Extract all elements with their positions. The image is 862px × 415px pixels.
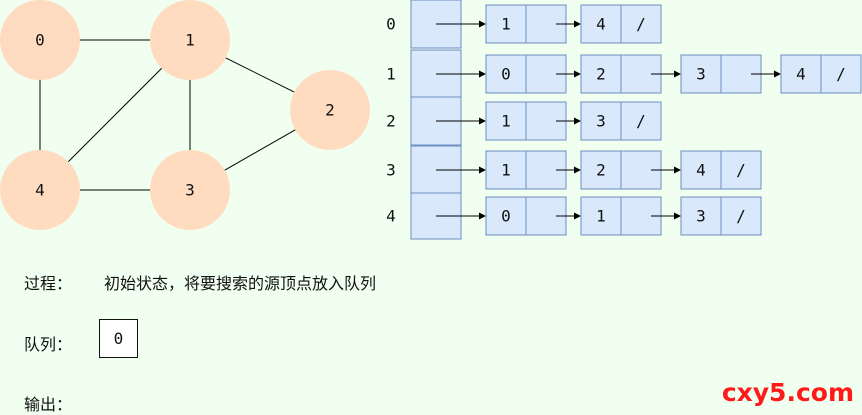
- adj-node-next-cell: [820, 54, 862, 94]
- queue-label: 队列：: [24, 335, 73, 354]
- adj-node-value: 4: [796, 65, 806, 84]
- adj-node-value: 1: [501, 112, 511, 131]
- graph-edge-1-2: [225, 57, 295, 93]
- adj-arrow-next-head: [574, 212, 581, 220]
- adj-node-value: 4: [596, 15, 606, 34]
- adj-node-value: 4: [696, 161, 706, 180]
- queue-item: 0: [99, 319, 138, 358]
- adj-vertex-label-2: 2: [386, 112, 396, 131]
- graph-node-2: [290, 70, 370, 150]
- adj-arrow-head-0-head: [479, 20, 486, 28]
- adj-null-marker: /: [636, 112, 646, 131]
- graph-edge-1-4: [67, 67, 163, 163]
- adj-node-value-cell: [485, 150, 527, 190]
- graph-nodes: 0 1 2 3 4: [0, 0, 370, 230]
- graph-node-3: [150, 150, 230, 230]
- graph-edges: [39, 39, 296, 191]
- adj-arrow-next-head: [774, 70, 781, 78]
- graph-node-4: [0, 150, 80, 230]
- adj-node-value-cell: [485, 196, 527, 236]
- adj-node-value: 2: [596, 65, 606, 84]
- adj-node-value: 3: [696, 207, 706, 226]
- adj-node-next-cell: [720, 150, 762, 190]
- adj-vertex-label-0: 0: [386, 15, 396, 34]
- adj-arrow-next-head: [574, 117, 581, 125]
- adjacency-list: 0 1 4 / 1 0 2 3 4 / 2 1 3 / 3 1 2 4 / 4 0 1 3 /: [386, 0, 862, 240]
- adj-arrow-next-head: [674, 166, 681, 174]
- adj-null-marker: /: [736, 207, 746, 226]
- adj-node-value-cell: [485, 4, 527, 44]
- adj-node-value-cell: [580, 101, 622, 141]
- adj-arrow-next-head: [574, 20, 581, 28]
- watermark-logo: cxy5.com: [721, 378, 854, 407]
- adj-arrow-next-head: [674, 212, 681, 220]
- graph-node-label-4: 4: [35, 181, 45, 200]
- graph-node-label-0: 0: [35, 31, 45, 50]
- graph-node-label-1: 1: [185, 31, 195, 50]
- adj-null-marker: /: [836, 65, 846, 84]
- adj-node-value: 1: [501, 15, 511, 34]
- adj-arrow-next-head: [674, 70, 681, 78]
- adj-node-value: 0: [501, 207, 511, 226]
- adj-arrow-next-head: [574, 70, 581, 78]
- adj-vertex-label-1: 1: [386, 65, 396, 84]
- output-label: 输出：: [24, 395, 73, 414]
- adj-node-value-cell: [485, 54, 527, 94]
- adj-arrow-head-2-head: [479, 117, 486, 125]
- adj-node-value: 2: [596, 161, 606, 180]
- graph-node-label-3: 3: [185, 181, 195, 200]
- adj-node-value: 3: [696, 65, 706, 84]
- adj-node-value: 0: [501, 65, 511, 84]
- adj-node-value-cell: [680, 54, 722, 94]
- adj-vertex-label-4: 4: [386, 207, 396, 226]
- adj-node-value-cell: [780, 54, 822, 94]
- adj-null-marker: /: [736, 161, 746, 180]
- adj-node-value-cell: [680, 150, 722, 190]
- adj-arrow-next-head: [574, 166, 581, 174]
- adj-node-value: 3: [596, 112, 606, 131]
- adj-node-value: 1: [596, 207, 606, 226]
- adj-null-marker: /: [636, 15, 646, 34]
- adj-arrow-head-4-head: [479, 212, 486, 220]
- graph-node-0: [0, 0, 80, 80]
- graph-node-label-2: 2: [325, 101, 335, 120]
- adj-node-next-cell: [620, 4, 662, 44]
- adj-node-next-cell: [620, 101, 662, 141]
- adj-node-next-cell: [720, 196, 762, 236]
- adj-node-value-cell: [580, 196, 622, 236]
- adj-arrow-head-1-head: [479, 70, 486, 78]
- graph-node-1: [150, 0, 230, 80]
- process-label: 过程：: [24, 274, 73, 293]
- adj-vertex-label-3: 3: [386, 161, 396, 180]
- graph-edge-2-3: [224, 129, 296, 171]
- adj-arrow-head-3-head: [479, 166, 486, 174]
- adj-node-value: 1: [501, 161, 511, 180]
- process-text: 初始状态，将要搜索的源顶点放入队列: [104, 274, 377, 293]
